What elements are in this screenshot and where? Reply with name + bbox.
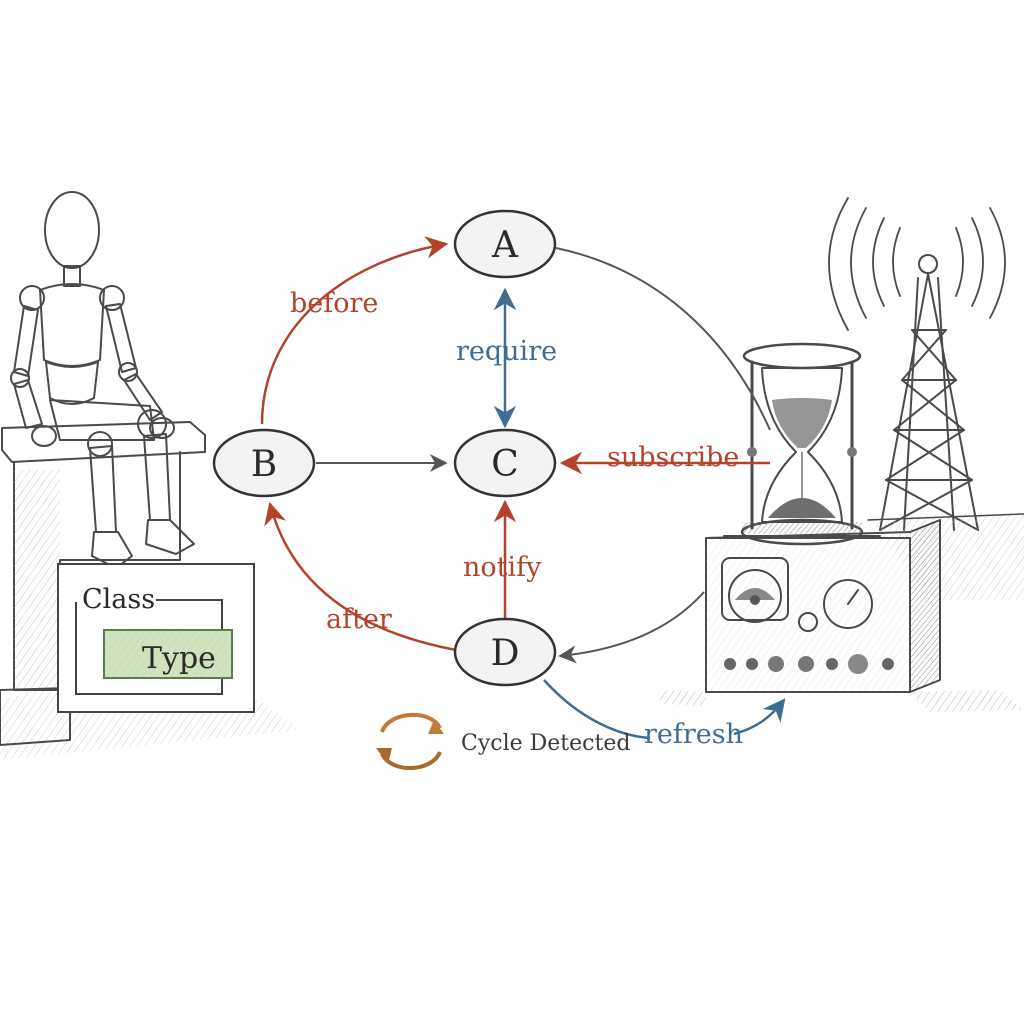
- cycle-arrows-icon: [376, 713, 444, 770]
- edge-label-before: before: [290, 288, 378, 319]
- type-box: Type: [103, 629, 233, 679]
- radio-receiver-icon: [660, 519, 1024, 712]
- node-d[interactable]: D: [453, 617, 557, 687]
- type-label: Type: [142, 641, 216, 676]
- class-box: Class Type: [57, 563, 255, 713]
- hourglass-icon: [740, 342, 864, 546]
- node-b-label: B: [251, 444, 277, 485]
- edge-label-subscribe: subscribe: [607, 442, 739, 473]
- radio-tower-icon: [828, 197, 1024, 600]
- edge-a-to-hourglass: [555, 247, 771, 431]
- edge-after: [264, 501, 457, 652]
- cycle-status-label: Cycle Detected: [461, 731, 630, 756]
- edge-refresh-tail: [733, 698, 786, 736]
- edge-before: [260, 236, 449, 425]
- edge-label-notify: notify: [463, 552, 542, 583]
- node-a[interactable]: A: [453, 209, 557, 279]
- node-c[interactable]: C: [453, 428, 557, 498]
- node-a-label: A: [491, 225, 519, 266]
- node-d-label: D: [491, 633, 520, 674]
- class-label: Class: [82, 584, 155, 615]
- edge-label-after: after: [326, 604, 392, 635]
- edges-layer: [260, 236, 786, 740]
- node-b[interactable]: B: [212, 428, 316, 498]
- edge-radio-to-d: [558, 591, 705, 664]
- node-c-label: C: [491, 444, 519, 485]
- edge-refresh: [543, 679, 651, 740]
- edge-label-refresh: refresh: [644, 719, 743, 750]
- edge-label-require: require: [456, 336, 557, 367]
- cycle-status: Cycle Detected: [376, 713, 630, 770]
